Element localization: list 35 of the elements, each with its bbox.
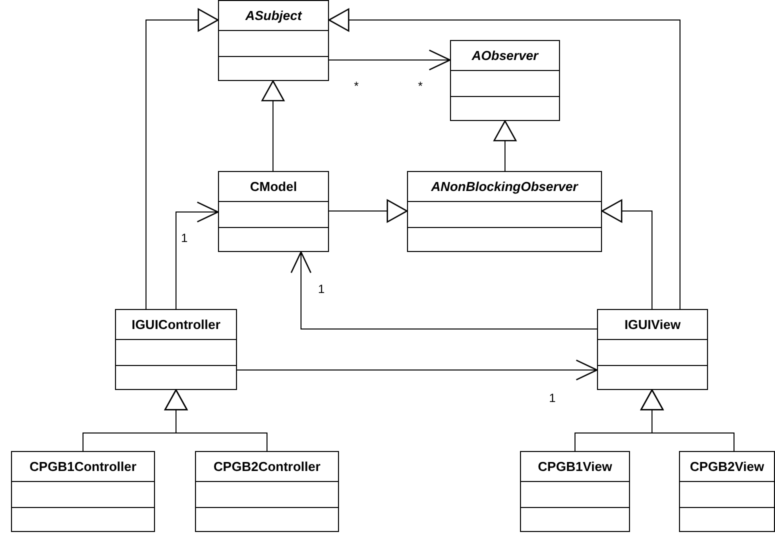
multiplicity-label: 1 bbox=[318, 283, 325, 296]
inheritance-arrow bbox=[640, 389, 734, 452]
inheritance-arrow bbox=[261, 80, 285, 172]
class-name: CPGB1Controller bbox=[28, 458, 138, 476]
inheritance-arrow bbox=[493, 120, 517, 172]
association-arrow bbox=[176, 202, 219, 310]
inheritance-arrow bbox=[328, 199, 408, 223]
multiplicity-label: 1 bbox=[549, 392, 556, 405]
class-box bbox=[450, 40, 560, 121]
class-box bbox=[218, 171, 329, 252]
multiplicity-label: 1 bbox=[181, 232, 188, 245]
class-name: CPGB2View bbox=[688, 458, 766, 476]
class-name: CPGB2Controller bbox=[212, 458, 322, 476]
class-box bbox=[115, 309, 237, 390]
association-arrow bbox=[290, 251, 598, 330]
class-box bbox=[218, 0, 329, 81]
association-arrow bbox=[328, 50, 451, 70]
class-box bbox=[407, 171, 602, 252]
inheritance-arrow bbox=[328, 8, 680, 310]
class-name: IGUIController bbox=[130, 316, 222, 334]
association-arrow bbox=[236, 360, 598, 380]
class-box bbox=[597, 309, 708, 390]
class-name: CModel bbox=[249, 178, 298, 196]
inheritance-arrow bbox=[601, 199, 652, 310]
class-box bbox=[520, 451, 630, 532]
inheritance-arrow bbox=[146, 8, 219, 310]
class-box bbox=[195, 451, 339, 532]
class-name: ASubject bbox=[244, 7, 304, 25]
class-box bbox=[11, 451, 155, 532]
class-name: CPGB1View bbox=[536, 458, 614, 476]
class-name: ANonBlockingObserver bbox=[430, 178, 580, 196]
class-box bbox=[679, 451, 775, 532]
inheritance-arrow bbox=[164, 389, 268, 452]
class-name: IGUIView bbox=[623, 316, 682, 334]
class-name: AObserver bbox=[470, 47, 540, 65]
